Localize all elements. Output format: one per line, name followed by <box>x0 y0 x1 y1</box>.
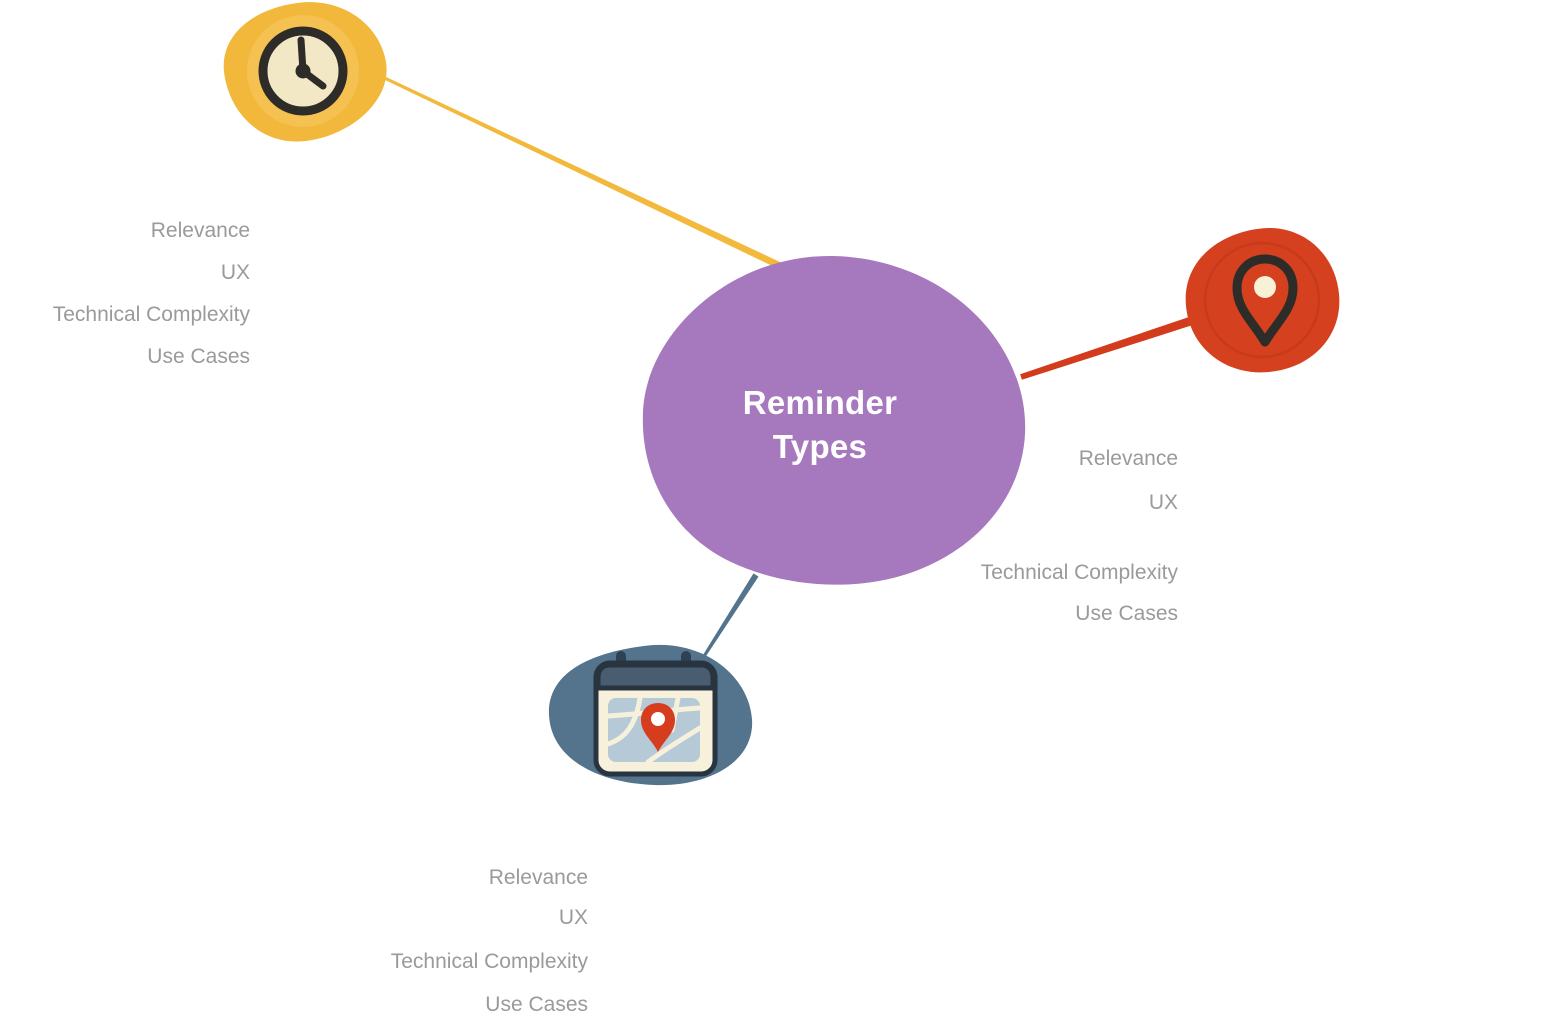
subtopic-label-time-technical-complexity[interactable]: Technical Complexity <box>52 303 250 326</box>
subtopic-label-location-relevance[interactable]: Relevance <box>1078 447 1178 470</box>
central-topic-label[interactable]: Reminder Types <box>670 381 970 469</box>
subtopic-label-calendar-technical-complexity[interactable]: Technical Complexity <box>390 950 588 973</box>
calendar-header <box>595 662 716 691</box>
calendar-map-pin-hole <box>651 712 665 726</box>
subtopic-label-calendar-use-cases[interactable]: Use Cases <box>485 993 588 1016</box>
central-topic-label-line2: Types <box>772 428 868 465</box>
clock-icon <box>258 26 348 116</box>
subtopic-label-time-relevance[interactable]: Relevance <box>150 219 250 242</box>
location-pin-icon <box>1232 254 1298 347</box>
location-pin-outline <box>1232 254 1298 347</box>
central-topic-blob[interactable] <box>642 255 1026 585</box>
location-pin-hole <box>1254 276 1276 298</box>
connector-time <box>373 71 795 276</box>
subtopic-label-calendar-ux[interactable]: UX <box>558 906 588 929</box>
connector-location <box>1020 312 1205 380</box>
subtopic-label-time-ux[interactable]: UX <box>220 261 250 284</box>
subtopic-label-location-use-cases[interactable]: Use Cases <box>1075 602 1178 625</box>
location-node-inner-ring <box>1203 241 1321 359</box>
calendar-map-icon <box>593 651 718 777</box>
subtopic-label-time-use-cases[interactable]: Use Cases <box>147 345 250 368</box>
central-topic-label-line1: Reminder <box>742 384 898 421</box>
calendar-map-pin <box>641 703 675 752</box>
location-node-blob[interactable] <box>1185 227 1340 373</box>
subtopic-label-calendar-relevance[interactable]: Relevance <box>488 866 588 889</box>
subtopic-label-location-ux[interactable]: UX <box>1148 491 1178 514</box>
connector-calendar <box>699 573 759 662</box>
subtopic-label-location-technical-complexity[interactable]: Technical Complexity <box>980 561 1178 584</box>
branch-node-time[interactable] <box>223 2 387 142</box>
branch-node-location[interactable] <box>1185 227 1340 373</box>
clock-center-dot <box>295 63 311 79</box>
branch-node-calendar[interactable] <box>548 644 753 786</box>
